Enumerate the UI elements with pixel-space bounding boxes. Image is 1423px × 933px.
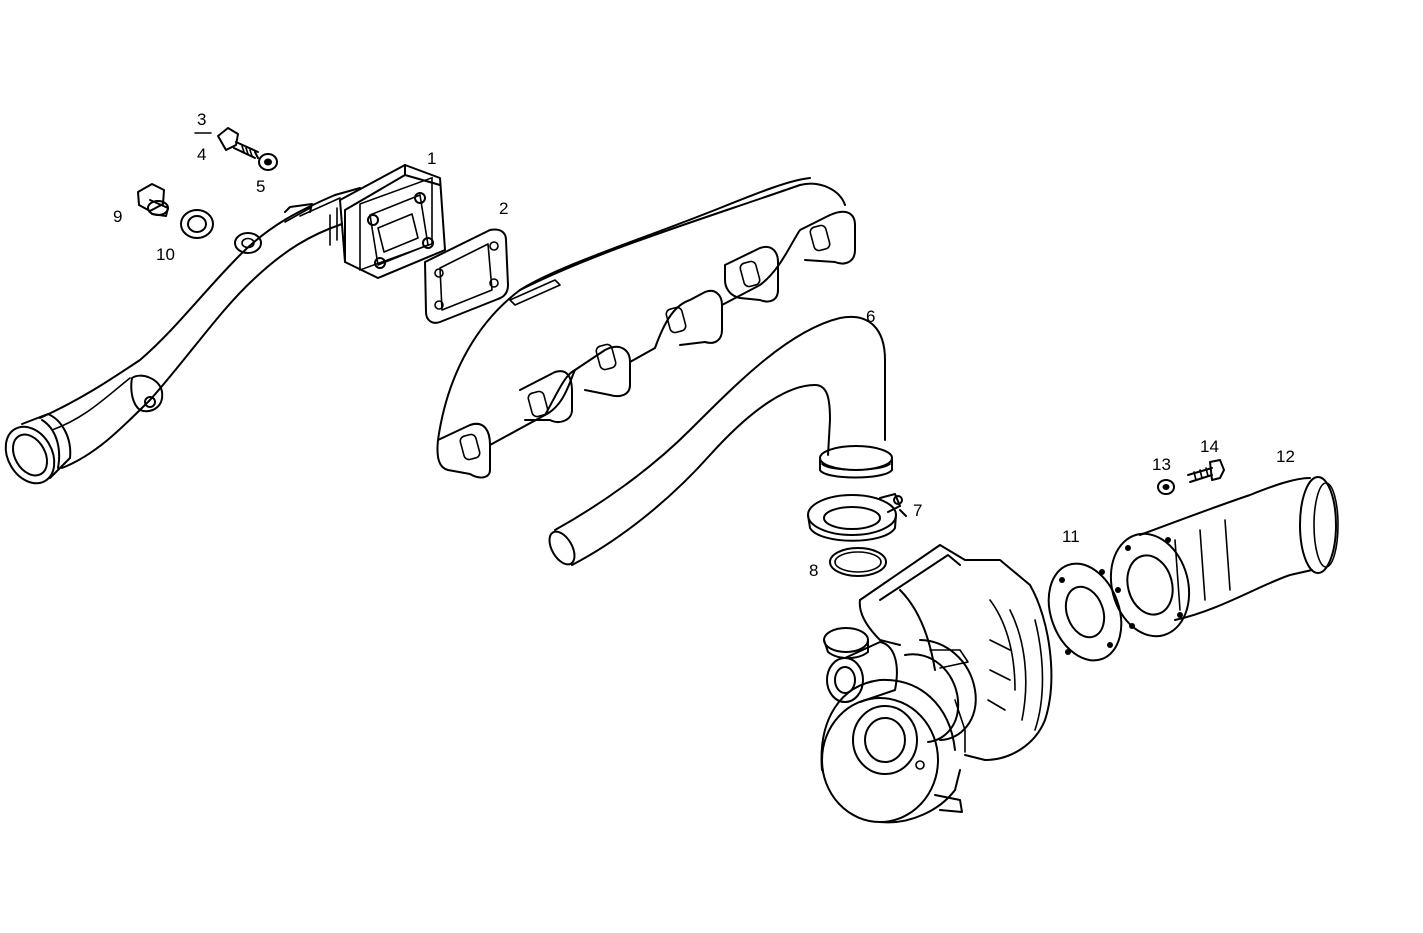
label-part-8: 8 (809, 561, 818, 580)
label-part-2: 2 (499, 199, 508, 218)
clamp-drawing (807, 493, 907, 542)
label-part-13: 13 (1152, 455, 1171, 474)
part-labels: 1 2 3 4 5 6 7 8 9 10 11 12 13 14 (113, 110, 1295, 580)
label-part-1: 1 (427, 149, 436, 168)
label-part-12: 12 (1276, 447, 1295, 466)
label-part-10: 10 (156, 245, 175, 264)
pipe-drawing (548, 315, 893, 566)
outlet-hardware (1157, 459, 1225, 495)
label-part-11: 11 (1062, 527, 1080, 546)
flange-gasket-drawing (424, 228, 509, 324)
o-ring-drawing (829, 547, 887, 577)
label-part-5: 5 (256, 177, 265, 196)
label-part-3: 3 (197, 110, 206, 129)
label-part-6: 6 (866, 307, 875, 326)
label-part-14: 14 (1200, 437, 1219, 456)
label-part-4: 4 (197, 145, 206, 164)
outlet-gasket-drawing (1047, 562, 1123, 662)
exhaust-elbow-drawing (4, 164, 446, 485)
label-part-9: 9 (113, 207, 122, 226)
turbocharger-drawing (820, 544, 1053, 824)
exhaust-manifold-drawing (436, 177, 856, 479)
small-hardware (137, 127, 278, 239)
label-part-7: 7 (913, 501, 922, 520)
outlet-elbow-drawing (1109, 476, 1339, 638)
